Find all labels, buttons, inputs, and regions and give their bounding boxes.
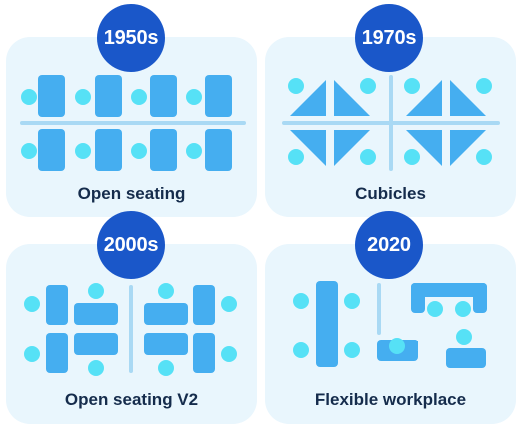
desk	[150, 129, 177, 171]
meeting-table-right	[473, 283, 487, 313]
desk	[205, 75, 232, 117]
desk	[74, 303, 118, 325]
desk	[150, 75, 177, 117]
desk	[46, 333, 68, 373]
chair	[21, 143, 37, 159]
aisle-divider	[20, 121, 246, 125]
chair	[476, 78, 492, 94]
desk	[95, 129, 122, 171]
desk	[74, 333, 118, 355]
chair	[75, 89, 91, 105]
cubicle-desk	[406, 80, 442, 116]
year-badge-2020: 2020	[355, 211, 423, 279]
chair	[221, 296, 237, 312]
era-label-cubicles: Cubicles	[355, 184, 426, 203]
chair	[158, 360, 174, 376]
chair	[186, 89, 202, 105]
chair	[24, 346, 40, 362]
desk	[38, 75, 65, 117]
year-badge-1970s: 1970s	[355, 4, 423, 72]
chair	[186, 143, 202, 159]
era-label-open-seating: Open seating	[77, 184, 186, 203]
chair	[404, 78, 420, 94]
desk	[144, 333, 188, 355]
long-desk	[316, 281, 338, 367]
chair	[221, 346, 237, 362]
chair	[131, 89, 147, 105]
era-label-open-seating-v2: Open seating V2	[64, 390, 199, 409]
meeting-table-left	[411, 283, 425, 313]
cubicle-desk	[450, 80, 486, 116]
chair	[360, 78, 376, 94]
aisle-divider-vertical	[389, 75, 393, 171]
chair	[158, 283, 174, 299]
meeting-table-top	[411, 283, 487, 297]
era-label-flexible-workplace: Flexible workplace	[314, 390, 467, 409]
partition	[377, 283, 381, 335]
chair	[131, 143, 147, 159]
desk	[205, 129, 232, 171]
layout-cubicles	[282, 75, 500, 171]
chair	[288, 149, 304, 165]
desk	[46, 285, 68, 325]
chair	[88, 360, 104, 376]
desk	[95, 75, 122, 117]
chair	[21, 89, 37, 105]
chair	[360, 149, 376, 165]
chair	[75, 143, 91, 159]
cubicle-desk	[334, 130, 370, 166]
aisle-divider	[129, 285, 133, 373]
cubicle-desk	[450, 130, 486, 166]
chair	[344, 342, 360, 358]
layout-open-seating	[20, 75, 246, 171]
chair	[288, 78, 304, 94]
desk	[144, 303, 188, 325]
desk	[193, 333, 215, 373]
chair	[476, 149, 492, 165]
small-desk	[446, 348, 486, 368]
cubicle-desk	[290, 130, 326, 166]
layout-open-seating-v2	[24, 283, 237, 376]
desk	[38, 129, 65, 171]
layout-flexible-workplace	[293, 281, 487, 368]
cubicle-desk	[334, 80, 370, 116]
year-badge-2000s: 2000s	[97, 211, 165, 279]
year-badge-1950s: 1950s	[97, 4, 165, 72]
chair	[455, 301, 471, 317]
cubicle-desk	[290, 80, 326, 116]
chair	[427, 301, 443, 317]
chair	[24, 296, 40, 312]
chair	[293, 293, 309, 309]
chair	[293, 342, 309, 358]
chair	[389, 338, 405, 354]
cubicle-desk	[406, 130, 442, 166]
desk	[193, 285, 215, 325]
chair	[404, 149, 420, 165]
chair	[456, 329, 472, 345]
chair	[344, 293, 360, 309]
chair	[88, 283, 104, 299]
